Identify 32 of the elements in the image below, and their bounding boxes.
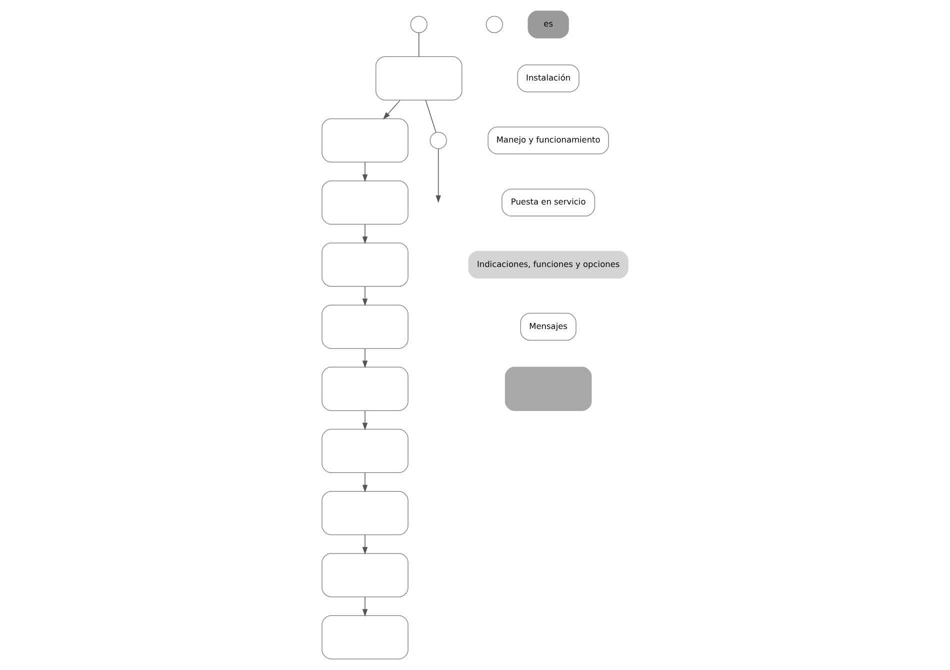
node-box (322, 118, 408, 163)
node-box (322, 366, 408, 411)
arrow (383, 100, 400, 120)
arrow (436, 148, 441, 203)
arrow (362, 348, 368, 368)
node-box: es (528, 10, 569, 38)
node-box (504, 366, 592, 411)
node-box: Mensajes (520, 312, 576, 341)
node-box (322, 180, 408, 225)
node-circle (486, 16, 504, 34)
arrow (362, 286, 368, 306)
node-box (322, 428, 408, 474)
arrow (362, 410, 368, 430)
node-box (322, 615, 408, 660)
arrow (362, 596, 368, 617)
node-circle (410, 16, 428, 34)
arrow (362, 162, 368, 182)
node-box (322, 553, 408, 598)
node-box: Indicaciones, funciones y opciones (468, 250, 628, 278)
node-circle (430, 132, 447, 150)
node-box (322, 304, 408, 349)
node-box: Manejo y funcionamiento (488, 126, 609, 154)
connector (418, 32, 420, 57)
node-box (322, 242, 408, 287)
arrow (362, 534, 368, 554)
arrow (362, 472, 368, 492)
node-box (322, 491, 408, 536)
connector (425, 100, 436, 133)
arrow (362, 224, 368, 244)
node-box (376, 56, 462, 100)
node-box: Instalación (517, 64, 580, 92)
node-box: Puesta en servicio (502, 188, 596, 216)
